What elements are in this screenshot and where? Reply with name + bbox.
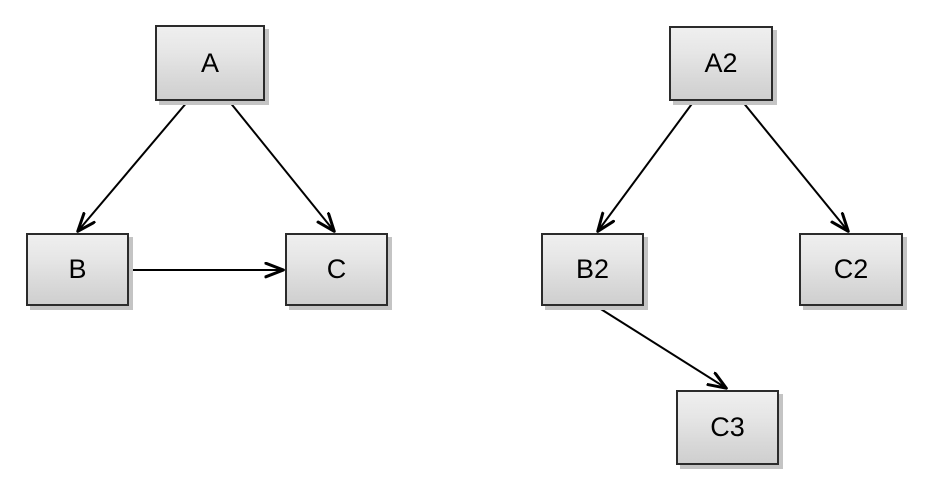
- node-a-label: A: [200, 47, 219, 78]
- node-c3-label: C3: [710, 412, 745, 442]
- node-b2[interactable]: B2: [541, 233, 644, 306]
- node-c3[interactable]: C3: [676, 390, 779, 465]
- node-c2[interactable]: C2: [799, 233, 903, 306]
- edges-group: [78, 100, 848, 388]
- node-b2-label: B2: [575, 254, 610, 284]
- node-a2[interactable]: A2: [669, 26, 773, 101]
- node-a[interactable]: A: [155, 25, 265, 101]
- node-b-label: B: [68, 254, 87, 284]
- node-a2-label: A2: [704, 48, 738, 78]
- node-c2-label: C2: [833, 254, 869, 284]
- edge-A-B: [78, 100, 189, 231]
- node-c[interactable]: C: [285, 233, 388, 306]
- node-c-label: C: [326, 254, 347, 284]
- node-b[interactable]: B: [26, 233, 129, 306]
- edge-A2-C2: [741, 100, 848, 231]
- edge-A2-B2: [598, 100, 695, 231]
- edge-A-C: [228, 100, 334, 231]
- edge-B2-C3: [595, 305, 726, 388]
